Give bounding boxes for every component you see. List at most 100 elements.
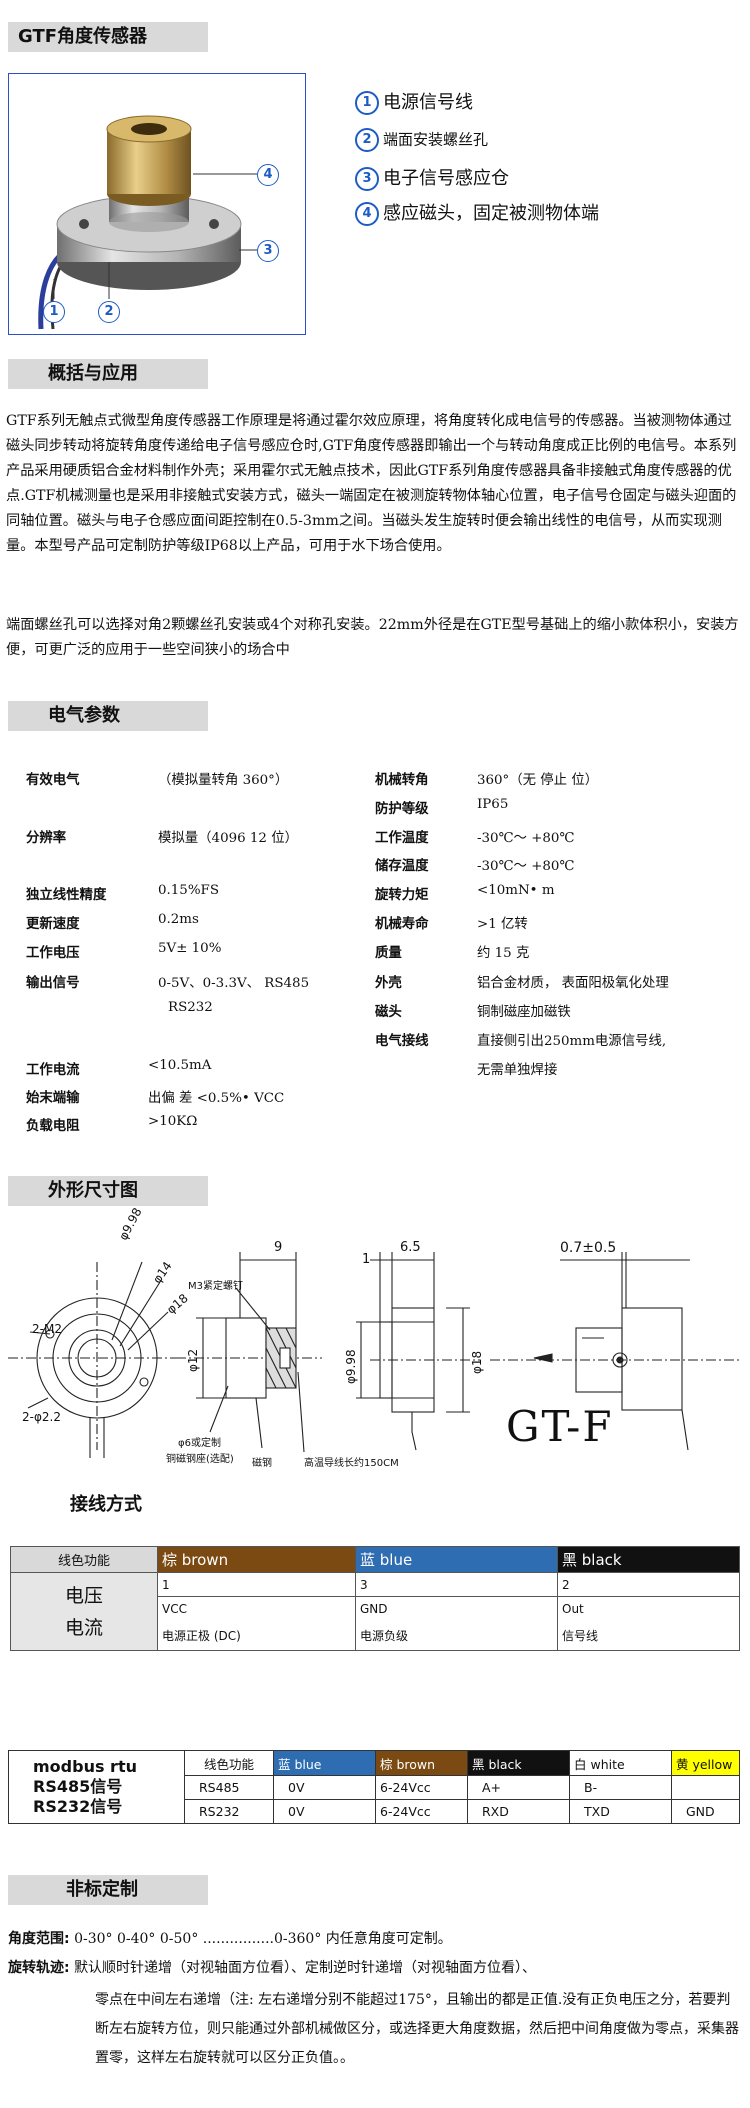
dim-label: 铜磁钢座(选配) [166,1454,234,1465]
param-value: RS232 [168,1000,213,1015]
callout-3-number: 3 [355,167,379,191]
product-photo-frame: 4 3 1 2 [8,73,306,335]
wiring-row-label-current: 电流 [64,1616,103,1639]
overview-paragraph-2: 端面螺丝孔可以选择对角2颗螺丝孔安装或4个对称孔安装。22mm外径是在GTE型号… [6,617,739,658]
param-key: 电气接线 [375,1034,429,1049]
custom-range: 角度范围: 0-30° 0-40° 0-50° ................… [8,1928,452,1948]
dim-label: 高温导线长约150CM [304,1458,399,1469]
param-value: 360°（无 停止 位） [477,773,599,788]
param-value: >10KΩ [148,1114,198,1129]
modbus-cell [671,1775,740,1800]
wiring-desc: 电源正极 (DC) [157,1620,356,1651]
dimension-drawing-svg [8,1252,740,1458]
callout-4-number: 4 [355,202,379,226]
param-key: 负载电阻 [26,1119,80,1134]
dim-label: φ6或定制 [178,1438,221,1449]
dim-label: M3紧定螺钉 [188,1281,243,1292]
wiring-signal: GND [355,1596,558,1621]
modbus-cell: A+ [467,1775,570,1800]
modbus-cell: 6-24Vcc [375,1775,468,1800]
param-value: （模拟量转角 360°） [158,773,289,788]
param-key: 质量 [375,946,402,961]
callout-1-number: 1 [355,91,379,115]
dim-label: 2-M2 [32,1322,62,1336]
modbus-cell: 0V [273,1799,376,1824]
param-value: 约 15 克 [477,946,530,961]
section-heading-electrical: 电气参数 [8,701,208,731]
param-key: 外壳 [375,976,402,991]
callout-2-text: 端面安装螺丝孔 [383,130,489,149]
param-key: 工作温度 [375,831,429,846]
modbus-cell: 6-24Vcc [375,1799,468,1824]
callout-2-number: 2 [355,128,379,152]
param-key: 工作电压 [26,946,80,961]
modbus-label-rs232: RS232信号 [33,1797,123,1816]
modbus-row-label: modbus rtu RS485信号 RS232信号 [8,1750,185,1824]
wiring-desc: 信号线 [557,1620,740,1651]
callout-marker-4: 4 [257,164,279,186]
param-key: 机械寿命 [375,917,429,932]
wiring-table: 线色功能 棕 brown 蓝 blue 黑 black 电压 电流 1 3 2 … [10,1546,740,1651]
param-key: 输出信号 [26,976,80,991]
param-value: 模拟量（4096 12 位） [158,831,298,846]
modbus-label-rs485: RS485信号 [33,1777,123,1796]
modbus-cell: TXD [569,1799,672,1824]
param-value: 出偏 差 <0.5%• VCC [148,1091,285,1106]
section-heading-dimensions: 外形尺寸图 [8,1176,208,1206]
param-key: 磁头 [375,1005,402,1020]
wiring-signal: VCC [157,1596,356,1621]
param-value: IP65 [477,797,509,812]
param-key: 防护等级 [375,802,429,817]
wiring-signal: Out [557,1596,740,1621]
modbus-cell: GND [671,1799,740,1824]
modbus-header-cell: 黑 black [467,1750,570,1776]
section-heading-wiring: 接线方式 [70,1494,142,1515]
param-value: <10mN• m [477,883,555,898]
custom-track-line-1: 默认顺时针递增（对视轴面方位看）、定制逆时针递增（对视轴面方位看）、 [74,1960,537,1976]
dim-label: 9 [274,1240,283,1255]
overview-paragraph-1: GTF系列无触点式微型角度传感器工作原理是将通过霍尔效应原理，将角度转化成电信号… [6,413,737,554]
param-key: 分辨率 [26,831,67,846]
param-key: 有效电气 [26,773,80,788]
modbus-header-cell: 白 white [569,1750,672,1776]
section-heading-product: GTF角度传感器 [8,22,208,52]
section-heading-custom: 非标定制 [8,1875,208,1905]
dim-label: 1 [362,1252,371,1267]
dim-label: 0.7±0.5 [560,1240,617,1256]
custom-range-label: 角度范围: [8,1931,70,1947]
wiring-header-cell: 蓝 blue [355,1546,558,1573]
dimension-drawing: φ9.98 φ14 φ18 2-M2 2-φ2.2 9 M3紧定螺钉 φ12 φ… [0,1205,750,1472]
modbus-header-cell: 线色功能 [184,1750,274,1776]
callout-1-text: 电源信号线 [383,92,473,113]
modbus-cell: RXD [467,1799,570,1824]
param-value: 无需单独焊接 [477,1063,558,1078]
wiring-header-cell: 黑 black [557,1546,740,1573]
dim-label: φ18 [470,1350,484,1374]
wiring-row-label-voltage: 电压 [64,1584,103,1607]
param-value: 铜制磁座加磁铁 [477,1005,571,1020]
section-heading-overview: 概括与应用 [8,359,208,389]
param-value: -30℃～ +80℃ [477,859,575,874]
param-value: 5V± 10% [158,941,222,956]
param-key: 始末端输 [26,1091,80,1106]
dim-label: 6.5 [400,1240,421,1255]
param-value: 0-5V、0-3.3V、 RS485 [158,976,310,991]
param-key: 机械转角 [375,773,429,788]
modbus-header-cell: 黄 yellow [671,1750,740,1776]
modbus-header-cell: 棕 brown [375,1750,468,1776]
modbus-cell: RS232 [184,1799,274,1824]
model-label: GT-F [506,1402,614,1451]
modbus-label-protocol: modbus rtu [33,1757,137,1776]
param-value: 直接侧引出250mm电源信号线, [477,1034,667,1049]
param-value: <10.5mA [148,1058,212,1073]
custom-track: 旋转轨迹: 默认顺时针递增（对视轴面方位看）、定制逆时针递增（对视轴面方位看）、 [8,1957,536,1977]
wiring-pin: 1 [157,1572,356,1597]
dim-label: 2-φ2.2 [22,1410,61,1424]
wiring-header-cell: 线色功能 [10,1546,158,1573]
dim-label: 磁钢 [252,1458,272,1469]
param-value: -30℃～ +80℃ [477,831,575,846]
custom-track-label: 旋转轨迹: [8,1960,70,1976]
